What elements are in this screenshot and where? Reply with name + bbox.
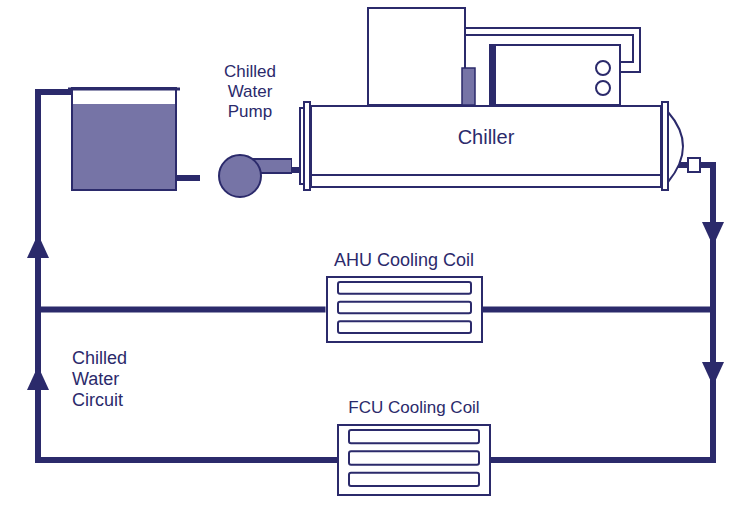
chiller-label: Chiller <box>458 125 515 149</box>
coil-tube <box>349 451 479 464</box>
pipe-line <box>38 92 337 460</box>
pipe-line <box>491 165 713 460</box>
coil-tubes <box>339 426 489 494</box>
motor-link <box>462 68 475 105</box>
control-panel <box>490 45 620 105</box>
coil-tube <box>338 321 471 333</box>
outlet-nozzle <box>688 158 700 172</box>
coil-tube <box>349 473 479 486</box>
circuit-label: Chilled Water Circuit <box>72 348 160 411</box>
flow-arrow <box>27 366 49 390</box>
tank-rim <box>68 88 180 91</box>
tank-shell <box>72 88 176 190</box>
cooling-coil: FCU Cooling Coil <box>328 396 500 496</box>
cooling-coil: AHU Cooling Coil <box>316 248 492 343</box>
panel-gauge <box>596 81 610 95</box>
pump-symbol <box>200 150 292 200</box>
coil-tube <box>349 430 479 443</box>
coil-box <box>326 276 483 343</box>
coil-box <box>337 424 491 496</box>
coil-heading: AHU Cooling Coil <box>316 248 492 272</box>
wire <box>465 35 633 62</box>
pipe-line <box>38 92 326 310</box>
coil-tube <box>338 282 471 294</box>
pump-label: Chilled Water Pump <box>200 62 292 122</box>
coil-tubes <box>328 278 481 341</box>
pump: Chilled Water Pump <box>200 62 292 200</box>
chiller-body: Chiller <box>310 105 662 188</box>
flow-arrow <box>702 362 724 386</box>
panel-gauge <box>596 61 610 75</box>
right-dome <box>668 112 683 182</box>
chiller-band <box>312 174 660 176</box>
coil-heading: FCU Cooling Coil <box>328 396 500 420</box>
pump-volute <box>219 155 261 197</box>
coil-tube <box>338 302 471 314</box>
pipe-connector <box>491 165 724 460</box>
pipe-connector <box>27 92 337 460</box>
wire <box>465 28 640 72</box>
compressor-box <box>368 8 465 105</box>
panel-edge <box>490 45 496 105</box>
tank-water <box>73 104 175 189</box>
